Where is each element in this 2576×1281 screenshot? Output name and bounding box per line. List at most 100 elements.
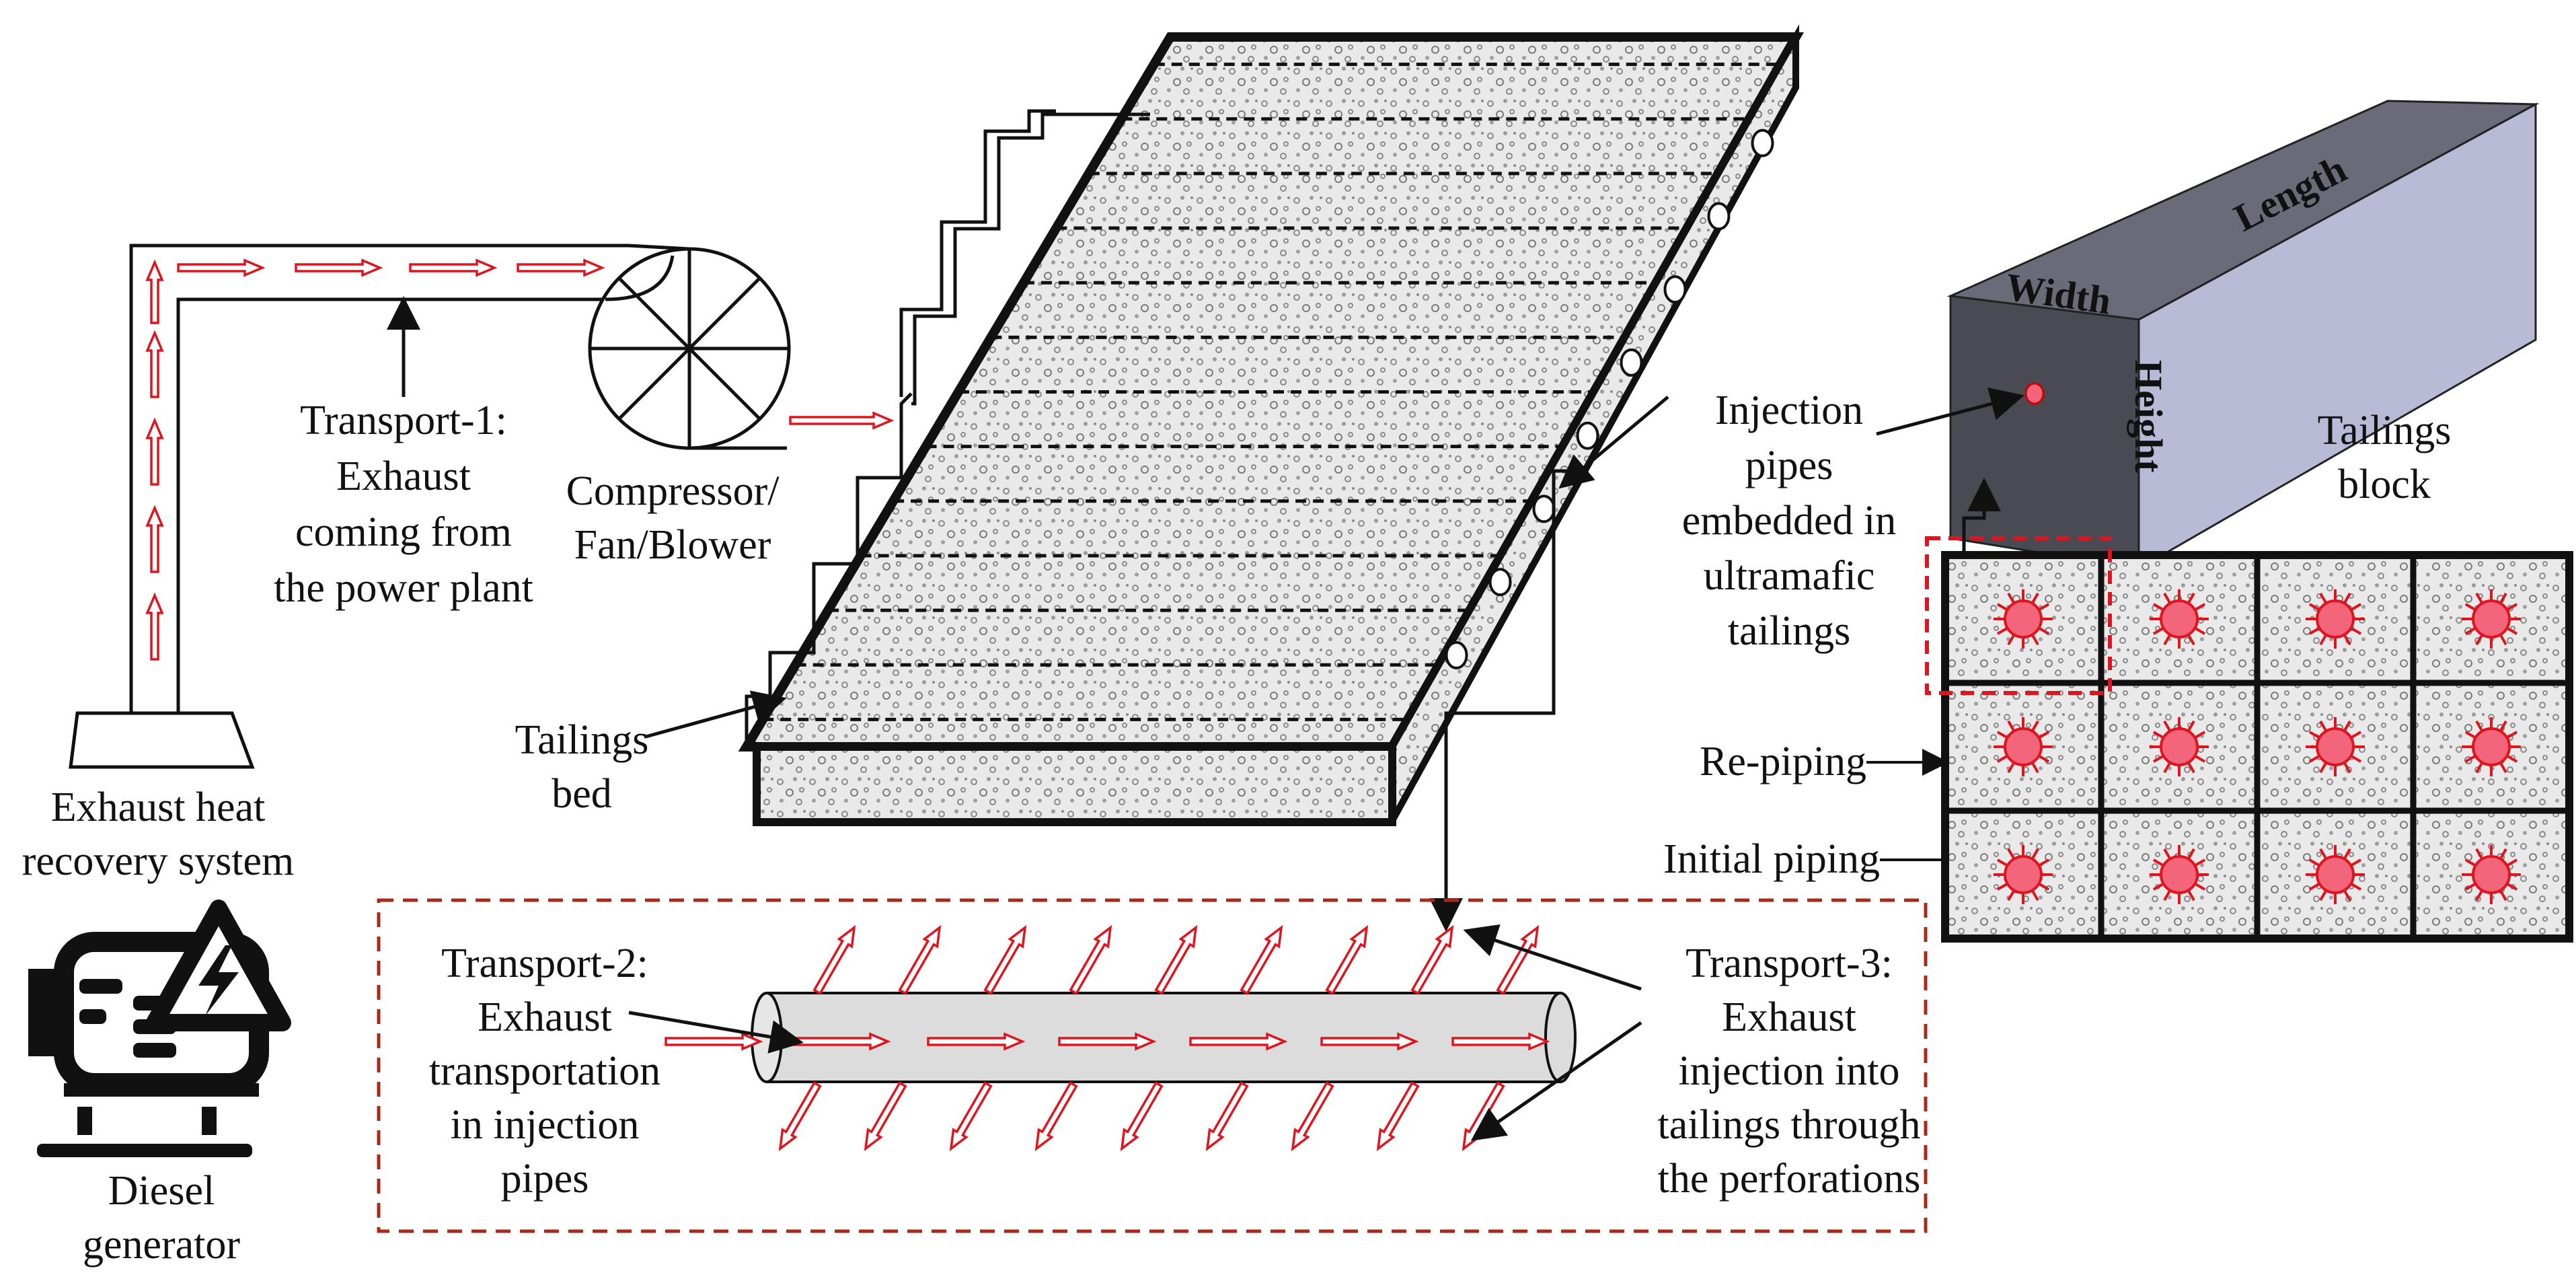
transport1-line-1: Transport-1:	[300, 398, 507, 443]
injection-pipes-line-4: ultramafic	[1704, 553, 1875, 599]
grid-to-block-connector	[1962, 478, 2001, 552]
transport2-line-4: in injection	[451, 1102, 640, 1148]
injection-point-icon-r3-c4	[2462, 845, 2521, 904]
transport3-pointer-top	[1463, 924, 1642, 991]
injection-pipes-embedded	[763, 63, 1780, 721]
diesel-label: Diesel generator	[83, 1168, 240, 1268]
manifold-pipe-outer	[899, 109, 1056, 397]
transport3-line-1: Transport-3:	[1685, 941, 1893, 986]
perforation-arrow-up-8	[1410, 924, 1454, 995]
transport3-pointer-bottom	[1470, 1021, 1642, 1141]
block-point-pointer	[1876, 387, 2024, 436]
perforation-arrow-up-7	[1325, 924, 1369, 995]
duct-arrow-right-4	[517, 258, 605, 277]
grid-outline	[1941, 551, 2573, 943]
block-height-label: Height	[2127, 360, 2170, 473]
injection-pipes-line-2: pipes	[1745, 443, 1833, 488]
injection-pipes-line-3: embedded in	[1682, 498, 1897, 544]
initial-piping-label: Initial piping	[1663, 836, 1880, 882]
perforation-arrow-down-9	[1462, 1081, 1505, 1152]
exhaust-stack-icon	[69, 711, 255, 769]
injection-point-icon-r3-c2	[2150, 845, 2209, 904]
transport3-label: Transport-3: Exhaust injection into tail…	[1658, 941, 1921, 1202]
perforation-arrow-down-1	[778, 1081, 822, 1152]
fan-icon	[588, 244, 791, 450]
diesel-line-2: generator	[83, 1222, 240, 1268]
pipe-outlet-3	[1663, 275, 1687, 304]
perforation-arrow-up-5	[1154, 924, 1198, 995]
exhaust-heat-line-1: Exhaust heat	[51, 784, 266, 830]
perforation-arrow-down-4	[1034, 1081, 1078, 1152]
transport3-line-5: the perforations	[1658, 1156, 1921, 1202]
duct-arrow-up-4	[145, 330, 164, 398]
duct-arrow-right-3	[409, 258, 498, 277]
duct-flow-arrows-horizontal	[177, 258, 605, 277]
injection-pipes-pointer	[1558, 396, 1669, 489]
pipe-outlet-2	[1707, 202, 1731, 231]
fan-outlet-arrow	[789, 411, 895, 430]
lightning-warning-icon	[146, 900, 291, 1031]
transport1-line-3: coming from	[295, 509, 512, 555]
perforation-arrow-up-4	[1069, 924, 1112, 995]
exhaust-heat-label: Exhaust heat recovery system	[22, 784, 295, 884]
grid-highlight-box	[1925, 536, 2112, 695]
perforation-arrow-up-3	[983, 924, 1027, 995]
re-piping-label: Re-piping	[1700, 739, 1866, 784]
injection-point-icon-r1-c4	[2462, 589, 2521, 649]
pipe-flow-arrows	[665, 1032, 1550, 1051]
injection-pipes-line-5: tailings	[1728, 608, 1851, 654]
tailings-block-line-2: block	[2338, 462, 2431, 507]
tailings-block-3d	[1946, 100, 2540, 571]
diesel-line-1: Diesel	[108, 1168, 215, 1214]
perforation-arrow-up-9	[1496, 924, 1540, 995]
tailings-bed-label: Tailings bed	[515, 717, 649, 817]
pipe-outlet-1	[1751, 129, 1774, 157]
pipe-inlet-arrow	[665, 1032, 763, 1051]
duct-arrow-right-2	[295, 258, 383, 277]
injection-pipes-line-1: Injection	[1715, 388, 1863, 433]
manifold-pipe	[745, 392, 913, 745]
tailings-block-line-1: Tailings	[2318, 408, 2452, 453]
injection-point-icon-r2-c3	[2306, 717, 2365, 776]
pipe-outlet-4	[1620, 348, 1643, 377]
pipe-flow-arrow-1	[792, 1032, 891, 1051]
tailings-bed	[738, 24, 1805, 826]
transport1-line-4: the power plant	[274, 565, 533, 611]
duct-arrow-right-1	[177, 258, 266, 277]
duct-arrow-up-3	[145, 417, 164, 486]
perforation-arrow-down-7	[1291, 1081, 1334, 1152]
transport2-line-2: Exhaust	[478, 994, 612, 1040]
perforation-arrow-down-6	[1205, 1081, 1249, 1152]
pipe-flow-arrow-4	[1189, 1032, 1288, 1051]
transport2-line-5: pipes	[501, 1156, 589, 1202]
perforation-arrows	[778, 924, 1540, 1152]
injection-pipes-label: Injection pipes embedded in ultramafic t…	[1682, 388, 1897, 654]
fan-outlet-arrows	[789, 411, 895, 430]
perforation-arrow-up-6	[1240, 924, 1283, 995]
transport3-line-3: injection into	[1679, 1048, 1900, 1094]
tailings-cross-section-grid	[1941, 551, 2573, 943]
pipe-flow-arrow-2	[927, 1032, 1026, 1051]
perforation-arrow-up-2	[898, 924, 942, 995]
injection-point-icon	[2024, 382, 2045, 405]
perforation-arrow-down-3	[949, 1081, 993, 1152]
perforation-arrow-down-8	[1376, 1081, 1420, 1152]
transport-detail-box	[377, 898, 1928, 1233]
pipe-flow-arrow-5	[1320, 1032, 1419, 1051]
pipe-outlet-6	[1532, 495, 1556, 523]
duct-arrow-up-1	[145, 592, 164, 661]
tailings-bed-pointer	[645, 690, 787, 739]
pipe-outlets	[1445, 129, 1774, 669]
compressor-line-1: Compressor/	[566, 468, 780, 514]
manifold-pipe-inner	[911, 112, 1150, 406]
injection-point-icon-r1-c1	[1994, 589, 2053, 649]
transport3-line-2: Exhaust	[1722, 994, 1856, 1040]
exhaust-duct	[129, 244, 629, 713]
pipe-outlet-8	[1445, 640, 1468, 669]
duct-arrow-up-5	[145, 259, 164, 324]
pipe-flow-arrow-6	[1451, 1032, 1550, 1051]
injection-point-icon-r1-c3	[2306, 589, 2365, 649]
transport2-line-3: transportation	[429, 1048, 660, 1094]
pipe-outlet-7	[1488, 568, 1512, 597]
